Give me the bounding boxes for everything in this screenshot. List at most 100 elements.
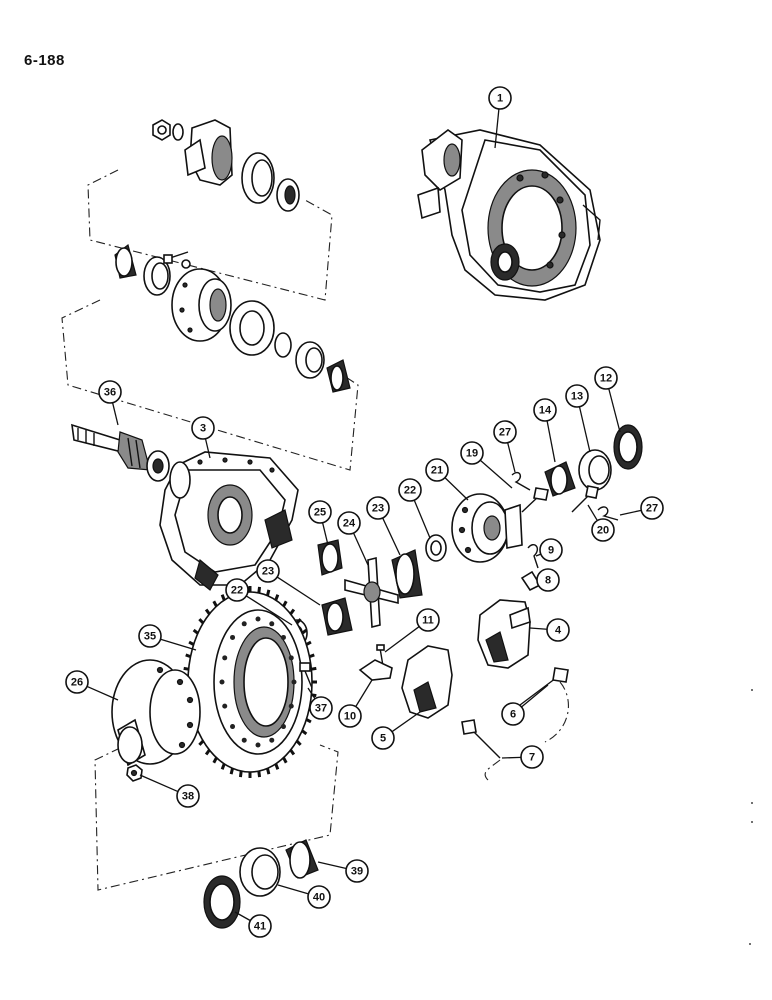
ring-gear-bolt-37 (299, 662, 313, 689)
ring-gear-tooth (183, 666, 189, 671)
callout-5: 5 (371, 711, 421, 750)
adjusting-ring-41 (203, 875, 241, 929)
ring-gear-bolt-hole (291, 679, 297, 685)
bearing-cup-13 (578, 449, 612, 491)
callout-circle (337, 511, 361, 535)
callout-4: 4 (529, 618, 570, 642)
leader-line (546, 420, 556, 463)
leader-line (587, 504, 598, 521)
leader-line (619, 509, 642, 516)
ring-gear-tooth (257, 770, 262, 778)
margin-mark (749, 943, 751, 945)
pinion-cage (171, 268, 232, 342)
callout-24: 24 (337, 511, 369, 566)
ring-gear-tooth (274, 763, 280, 770)
page-number: 6-188 (24, 52, 65, 69)
callout-number: 37 (315, 703, 327, 715)
leader-line (521, 684, 549, 708)
callout-circle (248, 914, 272, 938)
callout-number: 27 (646, 503, 658, 515)
carrier-bearing-group-outline (94, 744, 339, 891)
differential-pinion-gear (317, 539, 343, 576)
ring-gear-tooth (204, 608, 211, 615)
callout-14: 14 (533, 398, 557, 463)
bearing-cone-14 (544, 461, 576, 497)
callout-number: 23 (372, 503, 384, 515)
ring-gear-bolt-hole (230, 634, 236, 640)
callout-number: 25 (314, 507, 326, 519)
inner-bearing-cone (326, 359, 351, 393)
ring-gear-bolt-hole (230, 724, 236, 730)
callout-circle (366, 496, 390, 520)
leader-line (160, 638, 197, 651)
ring-gear-tooth (282, 757, 288, 764)
callout-21: 21 (425, 458, 469, 501)
ring-gear-tooth (308, 653, 315, 659)
cotter-pin-27-upper (511, 471, 531, 491)
lock-plate-10 (358, 659, 393, 681)
ring-gear-tooth (266, 589, 271, 597)
bolt-nut-38 (126, 764, 143, 782)
ring-gear-bolt-hole (241, 737, 247, 743)
leader-line (384, 626, 420, 653)
callout-circle (308, 500, 332, 524)
ring-gear-tooth (266, 767, 271, 775)
callout-35: 35 (138, 624, 197, 651)
callout-37: 37 (307, 687, 333, 720)
callout-38: 38 (139, 774, 200, 808)
callout-circle (425, 458, 449, 482)
callout-11: 11 (384, 608, 440, 653)
callout-23: 23 (366, 496, 401, 556)
callout-circle (594, 366, 618, 390)
callout-9: 9 (535, 538, 563, 562)
leader-line (307, 687, 316, 700)
callout-circle (338, 704, 362, 728)
leader-line (277, 884, 309, 895)
adjusting-ring-12 (613, 424, 643, 470)
ring-gear-bolt-hole (222, 703, 228, 709)
thrust-washer-right (425, 534, 447, 562)
ring-gear-tooth (282, 600, 288, 607)
ring-gear-tooth (204, 749, 211, 756)
lock-wire-7 (484, 681, 569, 781)
pilot-bearing (146, 450, 170, 482)
leader-line (608, 388, 621, 433)
callout-number: 8 (545, 575, 551, 587)
ring-gear-tooth (301, 729, 308, 736)
callout-circle (460, 441, 484, 465)
callout-circle (591, 518, 615, 542)
leader-line (479, 459, 513, 489)
side-gear-right (391, 549, 423, 599)
ring-gear-holes (219, 616, 297, 748)
leader-line (413, 499, 431, 539)
callout-circle (309, 696, 333, 720)
leader-line (321, 522, 329, 546)
callout-number: 27 (499, 427, 511, 439)
ring-gear-tooth (305, 718, 312, 724)
ring-gear-bolt-hole (288, 703, 294, 709)
ring-gear-tooth (301, 628, 308, 635)
yoke-nut (152, 119, 171, 141)
callout-circle (565, 384, 589, 408)
leader-line (86, 685, 119, 701)
bearing-cup-40 (239, 847, 281, 897)
callout-36: 36 (98, 380, 122, 426)
carrier-housing (159, 451, 299, 591)
leader-line (391, 711, 421, 733)
margin-mark (751, 821, 753, 823)
ring-gear-tooth (238, 770, 243, 778)
callout-circle (539, 538, 563, 562)
callout-circle (307, 885, 331, 909)
callout-6: 6 (501, 684, 549, 726)
leader-line (245, 595, 293, 626)
cage-shim (229, 300, 275, 356)
callout-circle (256, 559, 280, 583)
cotter-pin-27-lower (597, 506, 619, 521)
ring-gear-tooth (257, 586, 262, 594)
callout-39: 39 (317, 859, 369, 883)
callout-10: 10 (338, 679, 373, 728)
bearing-cap-5 (401, 645, 453, 719)
callout-22: 22 (225, 578, 293, 626)
ring-gear-tooth (198, 739, 205, 746)
